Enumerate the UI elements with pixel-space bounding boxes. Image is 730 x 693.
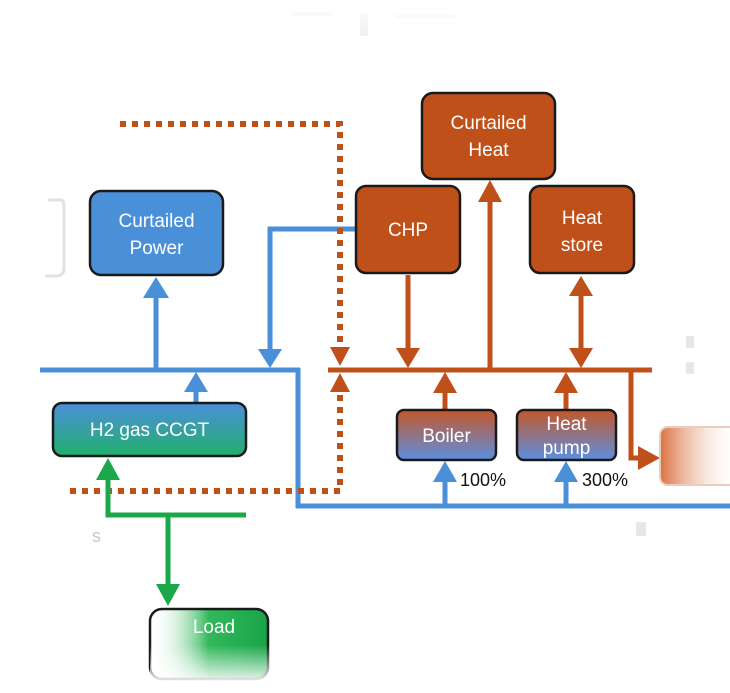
arrow-up-icon [569, 276, 593, 296]
heat-network [328, 200, 652, 461]
boiler-node: Boiler [395, 408, 498, 462]
arrow-up-icon [433, 372, 457, 393]
heat-store-label-line1: Heat [562, 208, 603, 229]
arrow-right-icon [638, 446, 660, 470]
curtailed-power-label-line2: Power [130, 238, 185, 259]
curtailed-heat-label-line2: Heat [468, 140, 509, 161]
gas-supply-line [105, 478, 246, 518]
h2-gas-ccgt-node: H2 gas CCGT [51, 401, 248, 458]
heat-store-node: Heat store [528, 184, 636, 275]
faded-right-fragments [636, 336, 694, 536]
load-node-partial: Load [148, 607, 280, 685]
arrow-up-icon [554, 461, 578, 482]
chp-label: CHP [388, 220, 428, 241]
heat-pump-label-line2: pump [543, 438, 591, 459]
heat-store-label-line2: store [561, 235, 603, 256]
arrow-up-icon [184, 372, 208, 392]
arrow-up-icon [96, 458, 120, 480]
arrow-down-icon [258, 349, 282, 368]
h2-gas-ccgt-label: H2 gas CCGT [90, 420, 210, 441]
partial-left-label: s [92, 526, 101, 546]
chp-node: CHP [354, 184, 462, 275]
arrow-up-icon [330, 373, 350, 392]
arrow-up-icon [478, 180, 502, 202]
heat-output-node-partial [659, 426, 730, 486]
heat-pump-efficiency-label: 300% [582, 470, 628, 490]
arrow-down-icon [156, 584, 180, 606]
heat-pump-label-line1: Heat [546, 414, 587, 435]
arrow-up-icon [554, 372, 578, 393]
heat-pump-node: Heat pump [515, 408, 618, 462]
power-arrowheads [143, 277, 578, 482]
power-network [40, 226, 730, 509]
arrow-down-icon [396, 348, 420, 368]
curtailed-heat-label-line1: Curtailed [450, 113, 526, 134]
curtailed-power-label-line1: Curtailed [118, 211, 194, 232]
boiler-efficiency-label: 100% [460, 470, 506, 490]
curtailed-power-node: Curtailed Power [88, 189, 225, 277]
arrow-up-icon [433, 461, 457, 482]
faded-left-box-edge [45, 198, 66, 278]
chp-power-line [267, 226, 357, 352]
heat-arrowheads [396, 180, 660, 470]
arrow-up-icon [143, 277, 169, 298]
arrow-down-icon [330, 347, 350, 366]
load-label: Load [193, 617, 235, 638]
curtailed-heat-node: Curtailed Heat [420, 91, 557, 181]
gas-network [105, 478, 246, 585]
arrow-down-icon [569, 348, 593, 368]
dotted-heat-route [70, 121, 343, 494]
heat-output-line [628, 370, 642, 461]
fade-top [0, 0, 730, 60]
boiler-label: Boiler [422, 426, 471, 447]
